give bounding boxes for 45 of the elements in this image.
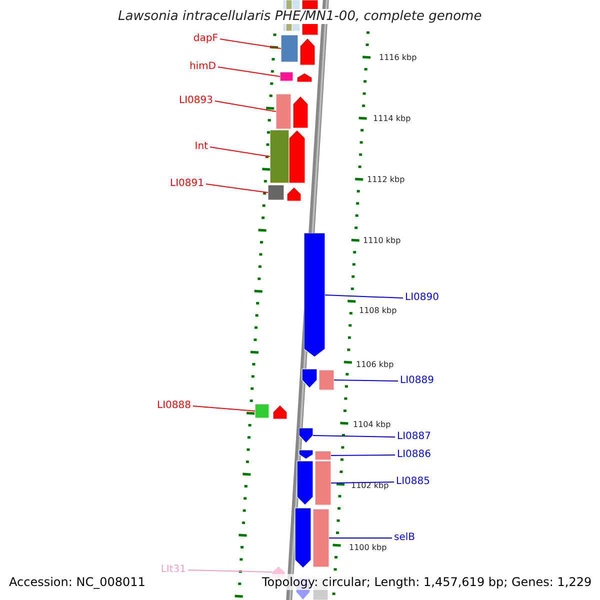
gene-label: LI0889 [400,375,434,387]
gene-label: LI0888 [157,400,191,412]
leader-line [218,66,280,77]
gene-label: LI0893 [179,95,213,107]
leader-line [192,406,256,412]
scale-label: 1116 kbp [379,53,417,62]
leader-line [206,184,268,193]
gene-label: himD [189,61,216,73]
leader-line [330,482,394,484]
scale-label: 1112 kbp [367,175,405,184]
gene-feature [299,428,313,443]
scale-label: 1104 kbp [353,420,391,429]
scale-label: 1100 kbp [349,543,387,552]
gene-label: LI0886 [397,449,431,461]
gene-label: Int [194,141,208,153]
leader-line [220,38,282,49]
leader-line [188,570,272,572]
gene-label: selB [394,532,416,544]
gene-feature [304,233,325,357]
gene-block [319,370,334,390]
gene-block [255,404,269,418]
gene-label: LIt31 [160,564,186,576]
leader-line [210,146,270,157]
leader-line [312,435,396,438]
leader-line [214,100,276,112]
gene-block [268,185,284,200]
accession-text: Accession: NC_008011 [9,575,146,589]
scale-label: 1106 kbp [356,360,394,369]
scale-label: 1108 kbp [359,306,397,315]
gene-block [281,35,298,62]
gene-block [276,94,291,129]
gene-label: LI0891 [170,178,204,190]
gene-block [270,130,289,183]
gene-label: LI0887 [397,431,431,443]
leader-line [334,380,398,382]
leader-line [324,294,404,298]
gene-block [280,72,293,81]
gene-block [313,509,329,567]
leader-line [330,454,396,456]
scale-label: 1110 kbp [363,236,401,245]
gene-label: LI0890 [405,292,439,304]
scale-label: 1114 kbp [373,114,411,123]
gene-label: dapF [193,33,218,45]
scale-label: 1102 kbp [351,481,389,490]
gene-label: LI0885 [396,476,430,488]
